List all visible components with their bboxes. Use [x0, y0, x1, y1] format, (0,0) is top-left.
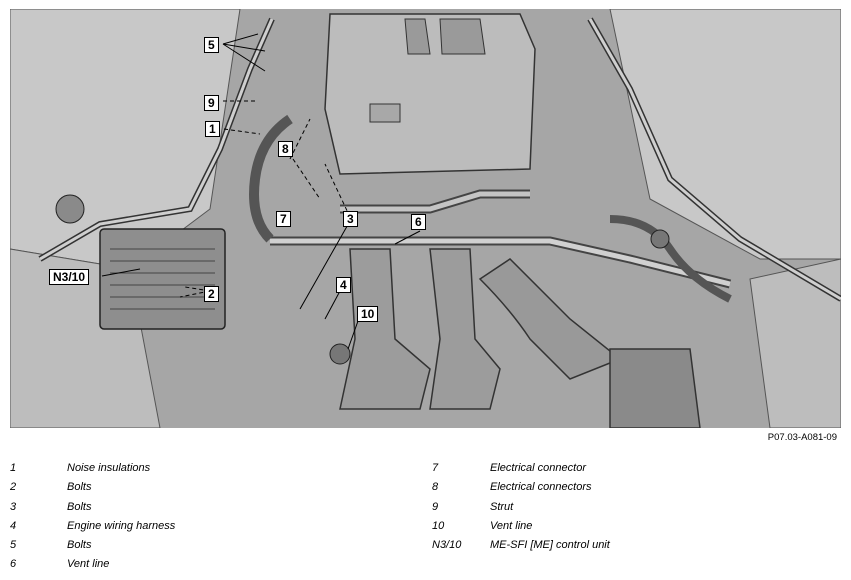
engine-compartment-illustration: 5 9 1 8 7 3 6 N3/10 2 4 10	[10, 9, 841, 428]
legend-row: 10 Vent line	[432, 520, 832, 539]
legend-number: 1	[10, 462, 17, 474]
legend-row: N3/10 ME-SFI [ME] control unit	[432, 539, 832, 558]
legend-number: 4	[10, 519, 17, 532]
legend-description: Vent line	[67, 558, 110, 571]
legend-description: Vent line	[490, 519, 533, 532]
callout-9: 9	[204, 95, 219, 111]
callout-10: 10	[357, 306, 379, 322]
legend-number: N3/10	[432, 539, 462, 552]
callout-8: 8	[278, 141, 293, 157]
legend-number: 10	[432, 519, 445, 532]
callout-n3-10: N3/10	[49, 269, 90, 285]
legend-row: 5 Bolts	[10, 539, 390, 558]
callout-6: 6	[411, 214, 426, 230]
legend-row: 9 Strut	[432, 501, 832, 520]
legend-row: 2 Bolts	[10, 481, 390, 500]
legend-row: 1 Noise insulations	[10, 462, 390, 481]
legend-number: 6	[10, 558, 17, 571]
legend-row: 7 Electrical connector	[432, 462, 832, 481]
legend-row: 3 Bolts	[10, 501, 390, 520]
legend-description: ME-SFI [ME] control unit	[490, 539, 610, 552]
engine-drawing	[10, 9, 841, 428]
legend-row: 4 Engine wiring harness	[10, 520, 390, 539]
callout-7: 7	[276, 211, 291, 227]
legend-number: 3	[10, 500, 17, 513]
legend-number: 8	[432, 481, 439, 494]
legend-number: 2	[10, 481, 17, 494]
legend-description: Bolts	[67, 539, 92, 552]
legend-right: 7 Electrical connector 8 Electrical connec…	[432, 462, 832, 558]
legend-description: Bolts	[67, 500, 92, 513]
legend-row: 6 Vent line	[10, 558, 390, 577]
legend-number: 7	[432, 462, 439, 474]
legend-description: Electrical connectors	[490, 481, 592, 494]
legend-number: 9	[432, 500, 439, 513]
legend-number: 5	[10, 539, 17, 552]
figure-id: P07.03-A081-09	[767, 432, 837, 443]
callout-4: 4	[336, 277, 351, 293]
callout-5: 5	[204, 37, 219, 53]
legend-description: Noise insulations	[67, 462, 151, 474]
callout-3: 3	[343, 211, 358, 227]
legend-description: Engine wiring harness	[67, 519, 176, 532]
legend-description: Bolts	[67, 481, 92, 494]
legend-description: Electrical connector	[490, 462, 586, 474]
callout-2: 2	[204, 286, 219, 302]
callout-1: 1	[205, 121, 220, 137]
legend-row: 8 Electrical connectors	[432, 481, 832, 500]
legend-description: Strut	[490, 500, 514, 513]
